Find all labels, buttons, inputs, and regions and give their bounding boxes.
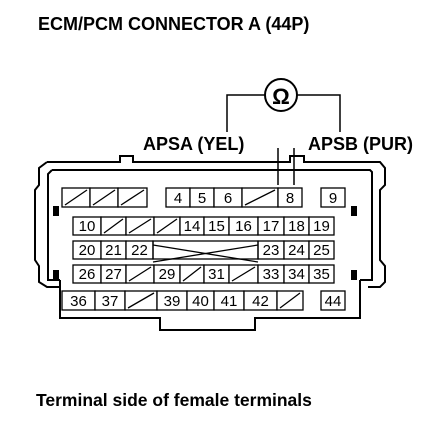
blank-block — [152, 240, 259, 260]
terminal-cell — [228, 264, 259, 284]
svg-text:40: 40 — [192, 293, 209, 310]
terminal-cell: 4 — [165, 187, 191, 208]
terminal-cell: 6 — [213, 187, 243, 208]
terminal-cell: 27 — [100, 264, 127, 284]
svg-text:37: 37 — [102, 293, 119, 310]
terminal-cell: 14 — [179, 216, 205, 236]
terminal-cell: 5 — [189, 187, 215, 208]
svg-text:35: 35 — [313, 266, 330, 283]
ohm-symbol: Ω — [272, 84, 290, 109]
svg-text:26: 26 — [79, 266, 96, 283]
terminal-cell: 24 — [283, 240, 310, 260]
terminal-cell: 17 — [257, 216, 285, 236]
svg-text:34: 34 — [288, 266, 305, 283]
terminal-cell: 29 — [153, 264, 181, 284]
svg-text:27: 27 — [105, 266, 122, 283]
svg-text:19: 19 — [313, 218, 330, 235]
diagram-caption: Terminal side of female terminals — [36, 390, 312, 410]
terminal-cell: 20 — [72, 240, 102, 260]
svg-text:23: 23 — [263, 242, 280, 259]
svg-text:4: 4 — [174, 190, 182, 207]
svg-text:10: 10 — [79, 218, 96, 235]
terminal-cell — [61, 187, 91, 208]
blank-block-cross — [152, 244, 259, 263]
svg-text:31: 31 — [208, 266, 225, 283]
terminal-cell: 31 — [203, 264, 230, 284]
ohmmeter: Ω — [264, 78, 298, 112]
svg-text:17: 17 — [263, 218, 280, 235]
label-apsb: APSB (PUR) — [308, 134, 413, 154]
terminal-cell: 15 — [203, 216, 230, 236]
svg-text:33: 33 — [263, 266, 280, 283]
svg-text:6: 6 — [224, 190, 232, 207]
label-apsa: APSA (YEL) — [143, 134, 244, 154]
svg-text:39: 39 — [164, 293, 181, 310]
terminal-cell — [179, 264, 205, 284]
svg-text:22: 22 — [131, 242, 148, 259]
svg-text:15: 15 — [208, 218, 225, 235]
svg-text:41: 41 — [221, 293, 238, 310]
terminal-cell: 33 — [257, 264, 285, 284]
terminal-cell: 26 — [72, 264, 102, 284]
meter-leads — [226, 94, 341, 185]
terminal-cell: 10 — [72, 216, 102, 236]
svg-text:14: 14 — [184, 218, 201, 235]
svg-text:9: 9 — [329, 190, 337, 207]
terminal-cell: 40 — [186, 290, 215, 311]
svg-text:24: 24 — [288, 242, 305, 259]
svg-text:25: 25 — [313, 242, 330, 259]
connector-tabs — [53, 206, 357, 280]
terminal-cell: 18 — [283, 216, 310, 236]
terminal-cell — [153, 216, 181, 236]
terminal-cell — [100, 216, 127, 236]
terminal-cell — [241, 187, 279, 208]
svg-text:44: 44 — [325, 293, 342, 310]
svg-text:18: 18 — [288, 218, 305, 235]
diagram-title: ECM/PCM CONNECTOR A (44P) — [38, 14, 310, 34]
svg-text:20: 20 — [79, 242, 96, 259]
svg-text:8: 8 — [286, 190, 294, 207]
terminal-cell: 19 — [308, 216, 335, 236]
terminal-cell — [124, 290, 158, 311]
svg-text:36: 36 — [70, 293, 87, 310]
terminal-cell: 39 — [156, 290, 188, 311]
terminal-cell: 34 — [283, 264, 310, 284]
terminal-cell: 44 — [320, 290, 346, 311]
terminal-cell: 8 — [277, 187, 303, 208]
terminal-cell: 25 — [308, 240, 335, 260]
svg-text:29: 29 — [159, 266, 176, 283]
terminal-cell: 42 — [243, 290, 278, 311]
terminal-cell: 16 — [228, 216, 259, 236]
terminal-cell — [125, 216, 155, 236]
terminal-cell — [125, 264, 155, 284]
terminal-cell: 21 — [100, 240, 127, 260]
terminal-cell: 9 — [320, 187, 346, 208]
svg-text:16: 16 — [235, 218, 252, 235]
svg-text:42: 42 — [252, 293, 269, 310]
svg-text:5: 5 — [198, 190, 206, 207]
terminal-cell — [276, 290, 304, 311]
terminal-cell: 36 — [61, 290, 96, 311]
terminal-cell: 22 — [125, 240, 154, 260]
terminal-cell: 37 — [94, 290, 126, 311]
terminal-cell — [117, 187, 148, 208]
terminal-cell — [89, 187, 119, 208]
terminal-cell: 23 — [257, 240, 285, 260]
svg-text:21: 21 — [105, 242, 122, 259]
terminal-cell: 41 — [213, 290, 245, 311]
terminal-cell: 35 — [308, 264, 335, 284]
